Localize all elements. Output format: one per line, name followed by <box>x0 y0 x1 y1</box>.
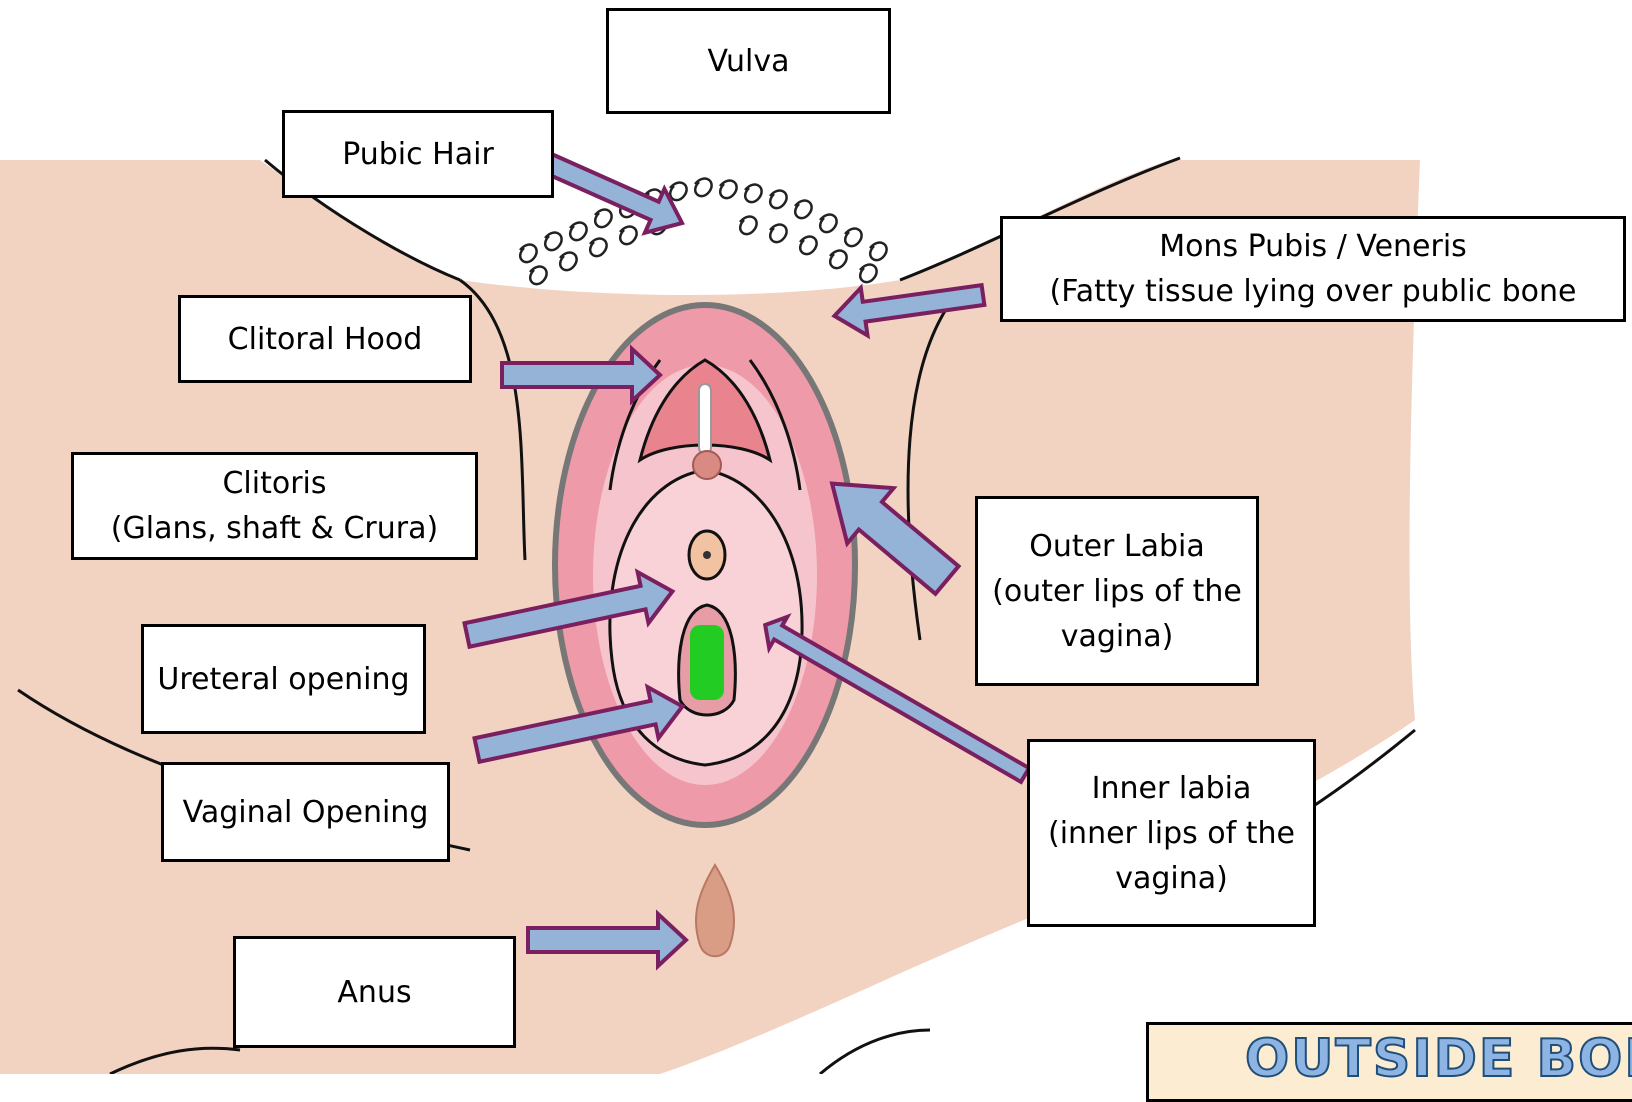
clitoris-glans <box>693 451 721 479</box>
label-outer-labia-line3: vagina) <box>1061 614 1174 659</box>
label-outer-labia-line1: Outer Labia <box>1029 524 1205 569</box>
arrow-pubic-hair <box>535 140 692 245</box>
label-mons-pubis-line1: Mons Pubis / Veneris <box>1159 224 1467 269</box>
label-inner-labia-line2: (inner lips of the <box>1048 811 1295 856</box>
label-vulva-text: Vulva <box>708 39 790 84</box>
label-mons-pubis: Mons Pubis / Veneris (Fatty tissue lying… <box>1000 216 1626 322</box>
label-ureteral-opening-text: Ureteral opening <box>157 657 409 702</box>
label-anus-text: Anus <box>337 970 411 1015</box>
ureteral-opening-dot <box>703 551 711 559</box>
label-vaginal-opening: Vaginal Opening <box>161 762 450 862</box>
outside-body-banner-text: OUTSIDE BODY <box>1245 1029 1632 1089</box>
right-buttock-line <box>820 1030 930 1074</box>
label-mons-pubis-line2: (Fatty tissue lying over public bone <box>1050 269 1577 314</box>
label-clitoral-hood: Clitoral Hood <box>178 295 472 383</box>
label-anus: Anus <box>233 936 516 1048</box>
label-vulva: Vulva <box>606 8 891 114</box>
label-clitoris-line1: Clitoris <box>222 461 326 506</box>
vaginal-opening-fill <box>690 625 724 700</box>
diagram-canvas: Vulva Pubic Hair Mons Pubis / Veneris (F… <box>0 0 1632 1074</box>
label-inner-labia-line1: Inner labia <box>1092 766 1252 811</box>
pubic-hair-curls <box>520 179 887 285</box>
label-clitoris: Clitoris (Glans, shaft & Crura) <box>71 452 478 560</box>
label-vaginal-opening-text: Vaginal Opening <box>183 790 429 835</box>
label-ureteral-opening: Ureteral opening <box>141 624 426 734</box>
clitoral-shaft <box>699 384 711 454</box>
label-inner-labia: Inner labia (inner lips of the vagina) <box>1027 739 1316 927</box>
label-pubic-hair: Pubic Hair <box>282 110 554 198</box>
label-outer-labia-line2: (outer lips of the <box>992 569 1242 614</box>
label-inner-labia-line3: vagina) <box>1115 856 1228 901</box>
label-clitoris-line2: (Glans, shaft & Crura) <box>111 506 438 551</box>
outside-body-banner: OUTSIDE BODY <box>1146 1022 1632 1102</box>
label-clitoral-hood-text: Clitoral Hood <box>228 317 423 362</box>
label-outer-labia: Outer Labia (outer lips of the vagina) <box>975 496 1259 686</box>
label-pubic-hair-text: Pubic Hair <box>342 132 494 177</box>
